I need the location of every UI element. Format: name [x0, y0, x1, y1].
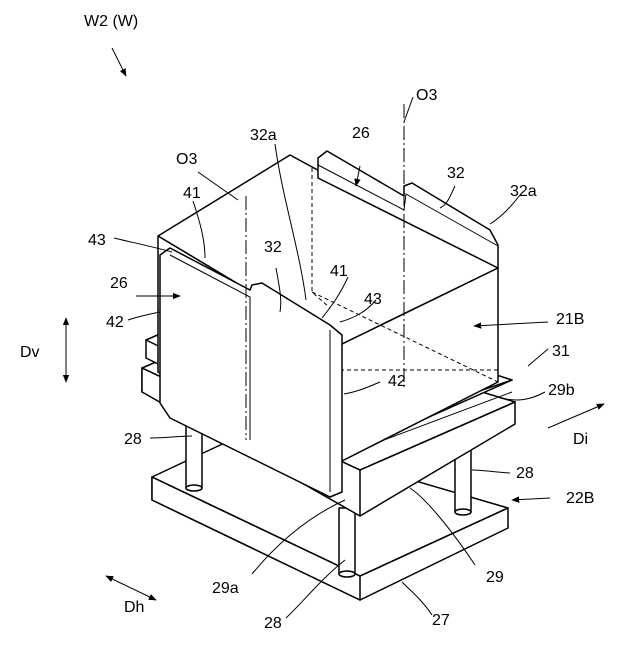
- label-32-right: 32: [447, 165, 465, 182]
- label-26-top: 26: [352, 125, 370, 142]
- label-29b: 29b: [548, 382, 575, 399]
- label-o3-left: O3: [176, 151, 197, 168]
- label-di: Di: [573, 431, 588, 448]
- label-41-center: 41: [330, 263, 348, 280]
- label-o3-right: O3: [416, 87, 437, 104]
- figure-title: W2 (W): [84, 13, 138, 30]
- label-28-left: 28: [124, 431, 142, 448]
- label-43-center: 43: [364, 291, 382, 308]
- label-28-right: 28: [516, 465, 534, 482]
- label-32-center: 32: [264, 239, 282, 256]
- label-43-left: 43: [88, 232, 106, 249]
- label-29a: 29a: [212, 580, 239, 597]
- label-42-left: 42: [106, 314, 124, 331]
- label-22b: 22B: [566, 490, 594, 507]
- label-31: 31: [552, 343, 570, 360]
- label-27: 27: [432, 612, 450, 629]
- label-29: 29: [486, 569, 504, 586]
- label-26-left: 26: [110, 275, 128, 292]
- label-21b: 21B: [556, 311, 584, 328]
- label-32a-left: 32a: [250, 127, 277, 144]
- label-dh: Dh: [124, 599, 144, 616]
- label-28-bottom: 28: [264, 615, 282, 632]
- label-42-center: 42: [388, 373, 406, 390]
- label-dv: Dv: [20, 344, 40, 361]
- label-32a-right: 32a: [510, 183, 537, 200]
- label-41-left: 41: [183, 185, 201, 202]
